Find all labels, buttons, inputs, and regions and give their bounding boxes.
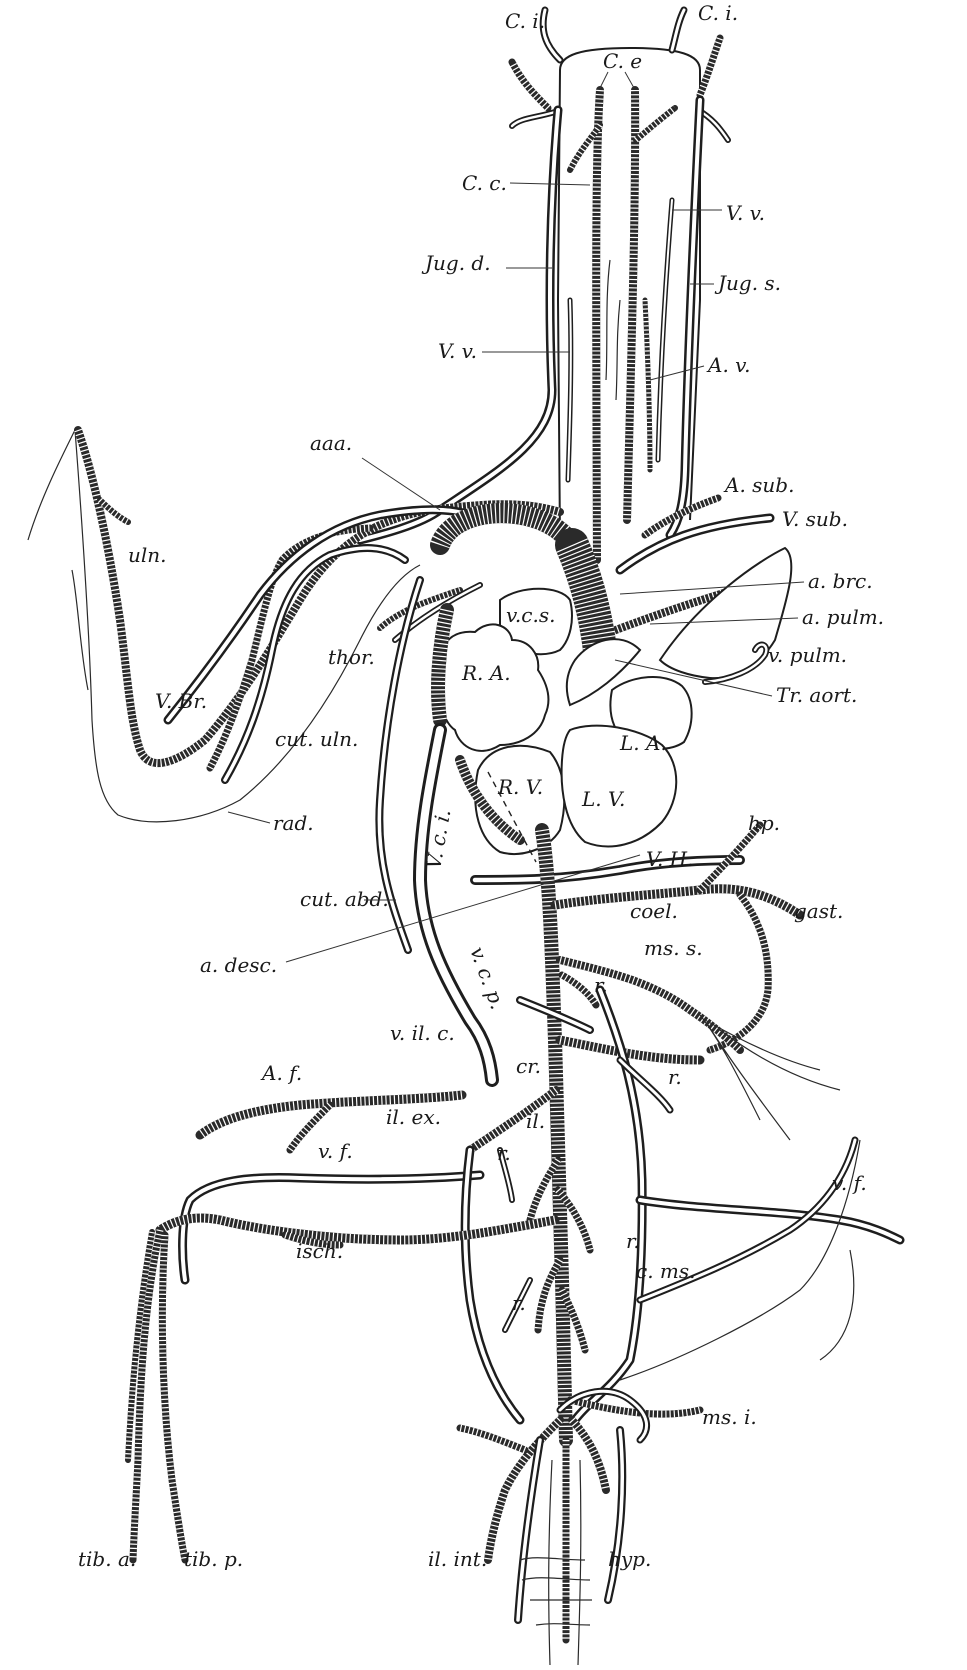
label-jug-s: Jug. s. [714, 271, 781, 295]
label-v-sub: V. sub. [782, 507, 848, 531]
label-cut-uln: cut. uln. [275, 727, 358, 751]
anterior-mesenteric-artery [560, 960, 740, 1050]
label-ci-left: C. i. [505, 9, 545, 33]
label-vf-left: v. f. [318, 1139, 353, 1163]
label-r-4: r. [626, 1229, 640, 1253]
label-ce: C. e [603, 49, 642, 73]
label-jug-d: Jug. d. [421, 251, 491, 275]
label-thor: thor. [328, 645, 375, 669]
label-a-sub: A. sub. [723, 473, 794, 497]
label-c-ms: c. ms. [636, 1259, 696, 1283]
label-hp: hp. [748, 811, 780, 835]
label-r-1: r. [594, 973, 608, 997]
label-hyp: hyp. [608, 1547, 651, 1571]
label-r-2: r. [668, 1065, 682, 1089]
label-tr-aort: Tr. aort. [776, 683, 857, 707]
label-la: L. A. [619, 731, 667, 755]
label-il-ex: il. ex. [386, 1105, 441, 1129]
label-vf-right: v. f. [832, 1171, 867, 1195]
label-a-desc: a. desc. [200, 953, 277, 977]
label-ci-right: C. i. [698, 1, 738, 25]
label-vv-top: V. v. [726, 201, 765, 225]
label-ms-s: ms. s. [644, 936, 703, 960]
label-lv: L. V. [581, 787, 625, 811]
label-a-pulm: a. pulm. [802, 605, 884, 629]
label-il: il. [526, 1109, 545, 1133]
label-r-3: r. [497, 1141, 511, 1165]
label-v-il-c: v. il. c. [390, 1021, 455, 1045]
label-gast: gast. [794, 899, 843, 923]
label-a-brc: a. brc. [808, 569, 873, 593]
label-ms-i: ms. i. [702, 1405, 757, 1429]
label-aaa: aaa. [310, 431, 352, 455]
abdominal-vessels [128, 730, 900, 1665]
wing-outline [28, 430, 420, 822]
label-v-br: V. Br. [155, 689, 207, 713]
label-cc: C. c. [462, 171, 507, 195]
label-il-int: il. int. [428, 1547, 487, 1571]
label-cut-abd: cut. abd. [300, 887, 389, 911]
label-r-5: r. [512, 1291, 526, 1315]
label-uln: uln. [128, 543, 167, 567]
posterior-tibial-artery [162, 1235, 185, 1560]
dorsal-aorta [542, 830, 566, 1440]
label-coel: coel. [630, 899, 678, 923]
right-jugular-vein [360, 110, 558, 540]
label-af: A. f. [260, 1061, 302, 1085]
label-tib-p: tib. p. [184, 1547, 243, 1571]
label-v-pulm: v. pulm. [768, 643, 847, 667]
label-vcp: v. c. p. [465, 944, 510, 1013]
neck-vessels [360, 10, 728, 560]
label-cr: cr. [516, 1054, 541, 1078]
femoral-vein-left [183, 1175, 480, 1280]
label-vh: V. H. [646, 847, 693, 871]
label-rad: rad. [273, 811, 314, 835]
label-vcs: v.c.s. [506, 603, 555, 627]
label-isch: isch. [296, 1239, 343, 1263]
renal-branch-upper [562, 975, 596, 1005]
label-vv-mid: V. v. [438, 339, 477, 363]
label-rv: R. V. [497, 775, 543, 799]
label-av: A. v. [706, 353, 750, 377]
label-tib-a: tib. a. [78, 1547, 136, 1571]
label-ra: R. A. [461, 661, 511, 685]
subclavian-vein [620, 518, 770, 570]
